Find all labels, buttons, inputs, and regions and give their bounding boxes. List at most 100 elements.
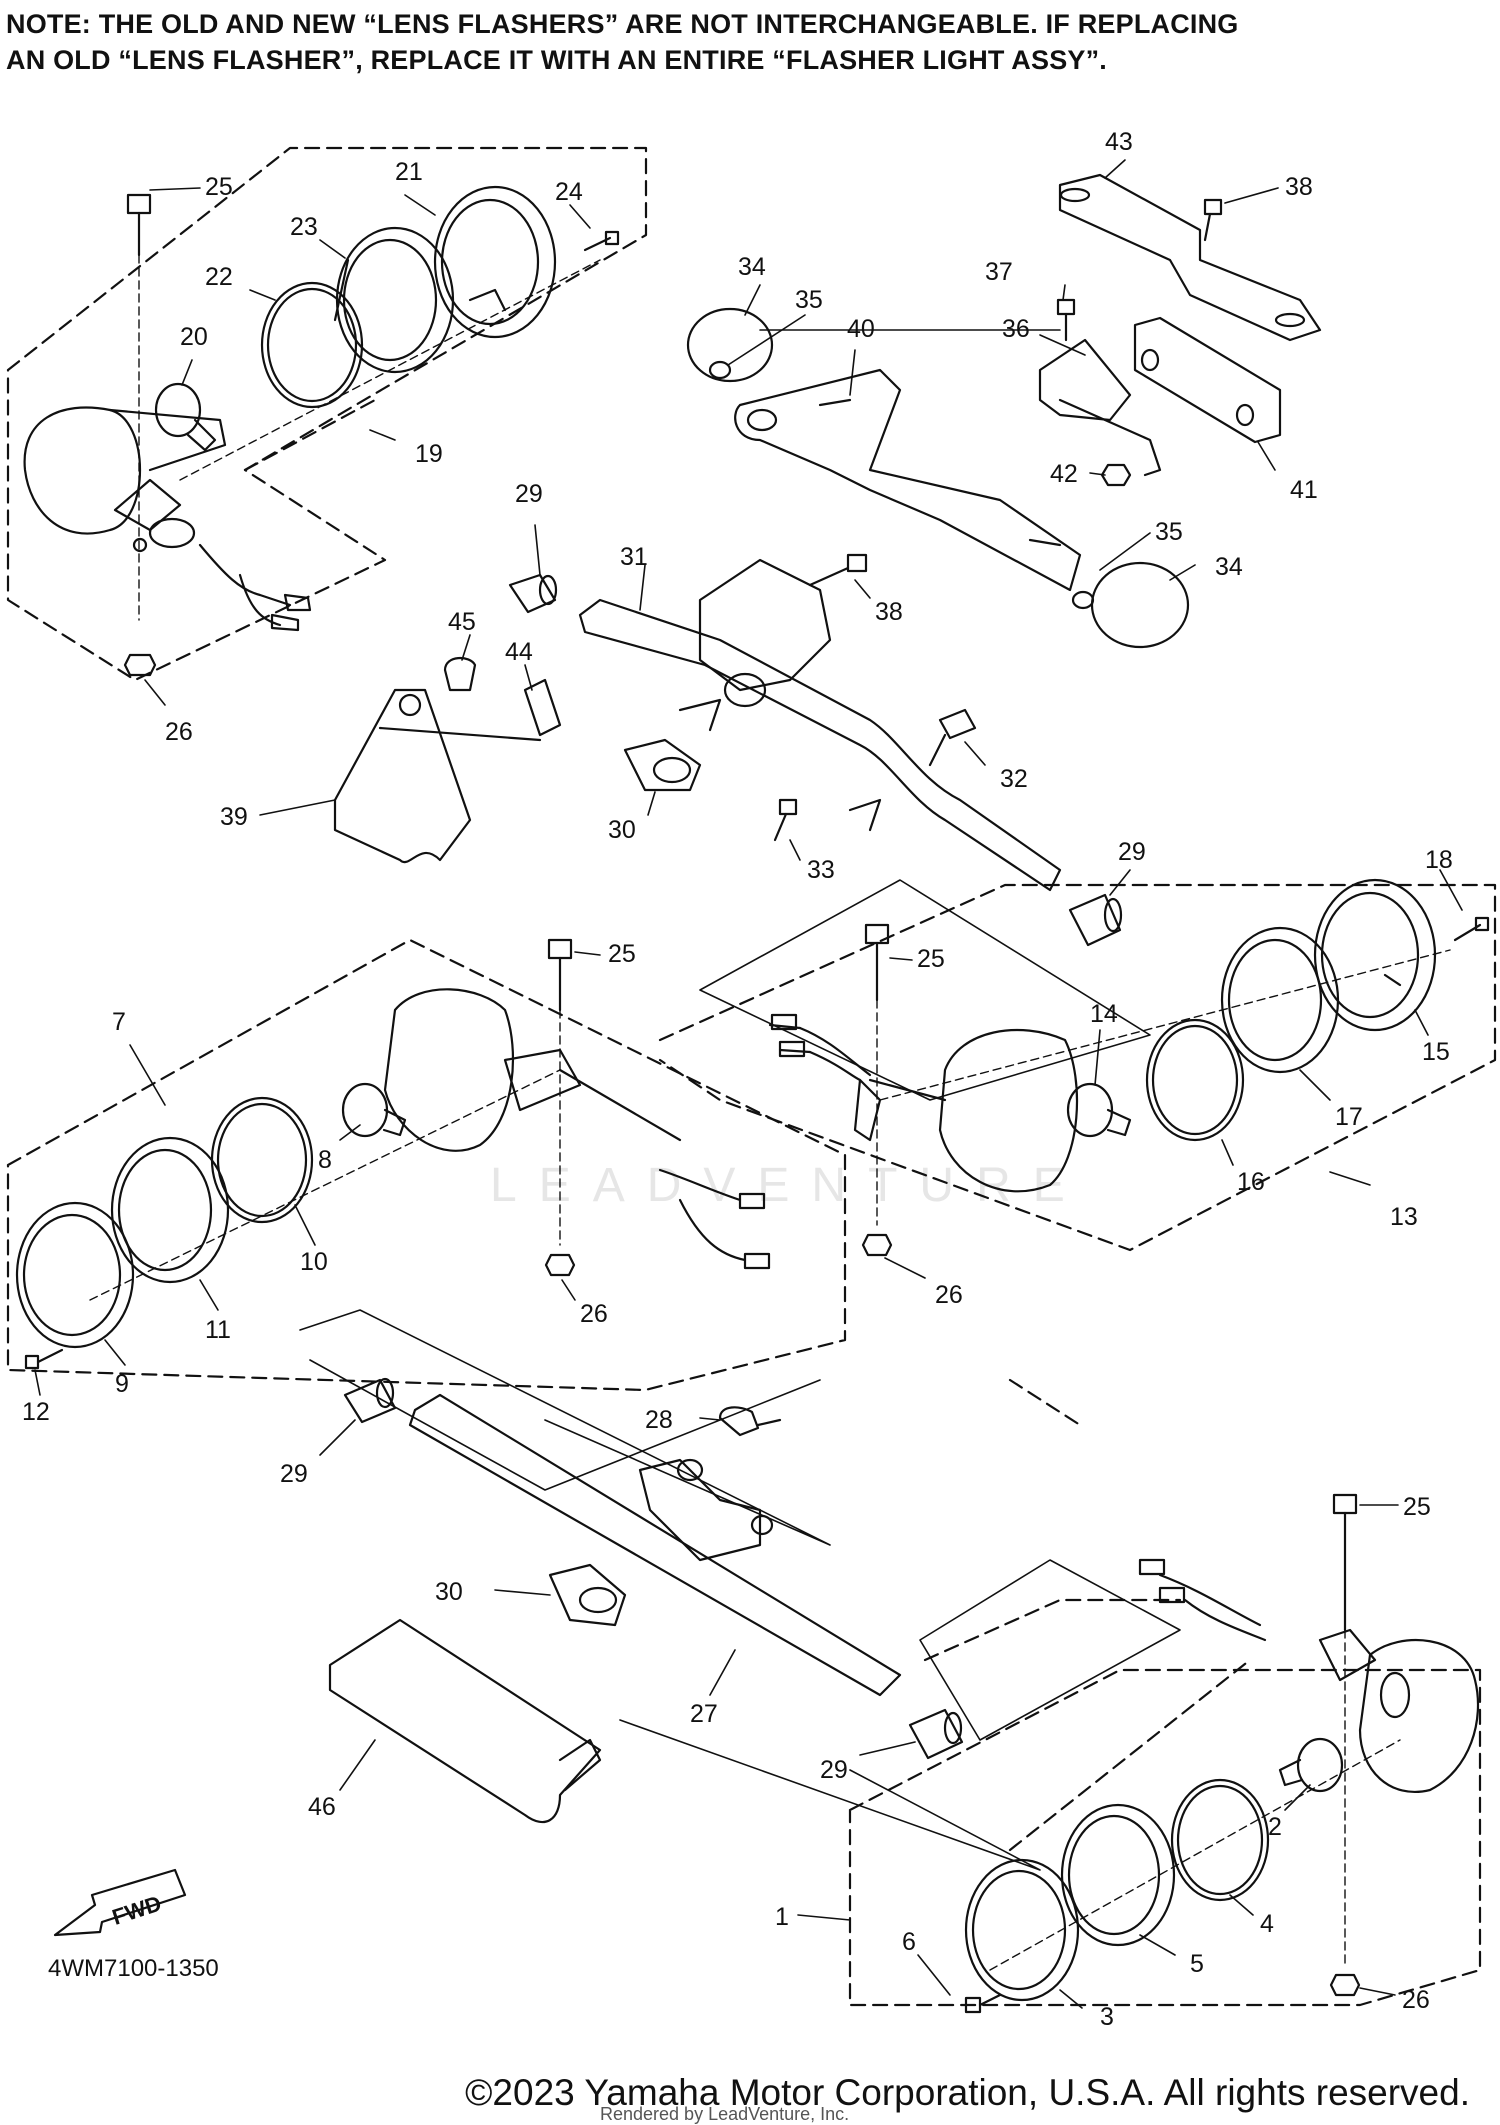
fwd-arrow-icon	[53, 1868, 187, 1937]
callout-26-top: 26	[165, 718, 193, 746]
callout-15: 15	[1422, 1038, 1450, 1066]
callout-32: 32	[1000, 765, 1028, 793]
clamp-30-top	[623, 738, 702, 792]
bolt-38-mid	[808, 553, 868, 587]
leadventure-watermark: LEADVENTURE	[490, 1159, 1087, 1212]
bolt-28	[718, 1406, 782, 1437]
note-line-1: NOTE: THE OLD AND NEW “LENS FLASHERS” AR…	[6, 9, 1239, 39]
handlebar-31	[578, 558, 1062, 892]
handlebar-27	[408, 1393, 902, 1697]
callout-19: 19	[415, 440, 443, 468]
callout-24: 24	[555, 178, 583, 206]
callout-35-right: 35	[1155, 518, 1183, 546]
bolt-37	[1056, 298, 1076, 342]
subassembly-lines	[923, 1378, 1182, 1662]
flasher-body-7	[383, 988, 682, 1152]
callout-14: 14	[1090, 1000, 1118, 1028]
callout-41: 41	[1290, 476, 1318, 504]
axis-lines-1	[989, 1629, 1401, 1971]
callout-6: 6	[902, 1928, 916, 1956]
callout-25-lower: 25	[1403, 1493, 1431, 1521]
assembly-19-outline	[6, 146, 648, 682]
callout-25-mid-right: 25	[917, 945, 945, 973]
bolt-25-top	[126, 193, 152, 257]
callout-25-mid-left: 25	[608, 940, 636, 968]
rim-11	[110, 1136, 230, 1284]
callout-22: 22	[205, 263, 233, 291]
callout-10: 10	[300, 1248, 328, 1276]
callout-38-mid: 38	[875, 598, 903, 626]
lens-flasher-21	[433, 185, 557, 339]
bolt-32	[928, 708, 977, 767]
parts-note: NOTE: THE OLD AND NEW “LENS FLASHERS” AR…	[6, 6, 1496, 78]
wire-leads-1	[1138, 1558, 1267, 1642]
wire-leads-13	[768, 1013, 872, 1082]
callout-34-top: 34	[738, 253, 766, 281]
callout-11: 11	[205, 1316, 231, 1344]
callout-29-lower-left: 29	[280, 1460, 308, 1488]
callout-38-top: 38	[1285, 173, 1313, 201]
axis-lines-7	[89, 1009, 561, 1301]
callout-45: 45	[448, 608, 476, 636]
callout-33: 33	[807, 856, 835, 884]
screw-6	[964, 1993, 1002, 2014]
callout-21-top: 21	[395, 158, 423, 186]
guard-46	[328, 1618, 602, 1824]
callout-29-top: 29	[515, 480, 543, 508]
callout-25-top: 25	[205, 173, 233, 201]
nut-45	[443, 657, 477, 692]
ring-22	[260, 281, 364, 409]
bolt-38-top	[1203, 198, 1223, 242]
callout-18: 18	[1425, 846, 1453, 874]
callout-30-top: 30	[608, 816, 636, 844]
ring-16	[1145, 1018, 1245, 1142]
nut-26-mid-left	[544, 1253, 576, 1277]
callout-29-mid: 29	[1118, 838, 1146, 866]
callout-42: 42	[1050, 460, 1078, 488]
bolt-25-mid-left	[547, 938, 573, 1012]
bracket-43	[1058, 173, 1322, 342]
callout-9: 9	[115, 1370, 129, 1398]
callout-27: 27	[690, 1700, 718, 1728]
nut-42	[1100, 463, 1132, 487]
rim-17	[1220, 926, 1340, 1074]
fwd-label: FWD	[109, 1891, 164, 1930]
callout-1: 1	[775, 1903, 789, 1931]
bulb-14	[1066, 1082, 1132, 1138]
nut-26-mid-right	[861, 1233, 893, 1257]
screw-12	[24, 1348, 64, 1370]
rim-5	[1060, 1803, 1176, 1947]
region-outlines	[299, 329, 1181, 1871]
callout-28: 28	[645, 1406, 673, 1434]
callout-36: 36	[1002, 315, 1030, 343]
wire-leads-19	[198, 543, 312, 632]
callout-30-lower: 30	[435, 1578, 463, 1606]
bulb-20	[154, 382, 217, 452]
callout-7: 7	[112, 1008, 126, 1036]
lens-flasher-9	[15, 1201, 135, 1349]
cap-29-top	[508, 573, 558, 614]
callout-4: 4	[1260, 1910, 1274, 1938]
callout-39: 39	[220, 803, 248, 831]
flasher-body-13	[853, 1028, 1079, 1193]
callout-26-mid-right: 26	[935, 1281, 963, 1309]
nut-26-top	[123, 653, 157, 677]
callout-3: 3	[1100, 2003, 1114, 2031]
bracket-40	[734, 368, 1082, 592]
cap-29-lower-left	[343, 1377, 397, 1424]
callout-40: 40	[847, 315, 875, 343]
cover-34-right	[1090, 561, 1190, 649]
cap-29-mid	[1068, 893, 1123, 947]
ring-4	[1170, 1778, 1270, 1902]
callout-12: 12	[22, 1398, 50, 1426]
nut-26-lower	[1329, 1973, 1361, 1997]
assembly-1-outline	[848, 1658, 1482, 2007]
bolt-25-lower	[1332, 1493, 1358, 1632]
bracket-39	[333, 688, 542, 864]
washer-35-top	[708, 360, 732, 380]
axis-lines-19	[138, 254, 601, 621]
callout-16: 16	[1237, 1168, 1265, 1196]
callout-26-mid-left: 26	[580, 1300, 608, 1328]
callout-2: 2	[1268, 1813, 1282, 1841]
